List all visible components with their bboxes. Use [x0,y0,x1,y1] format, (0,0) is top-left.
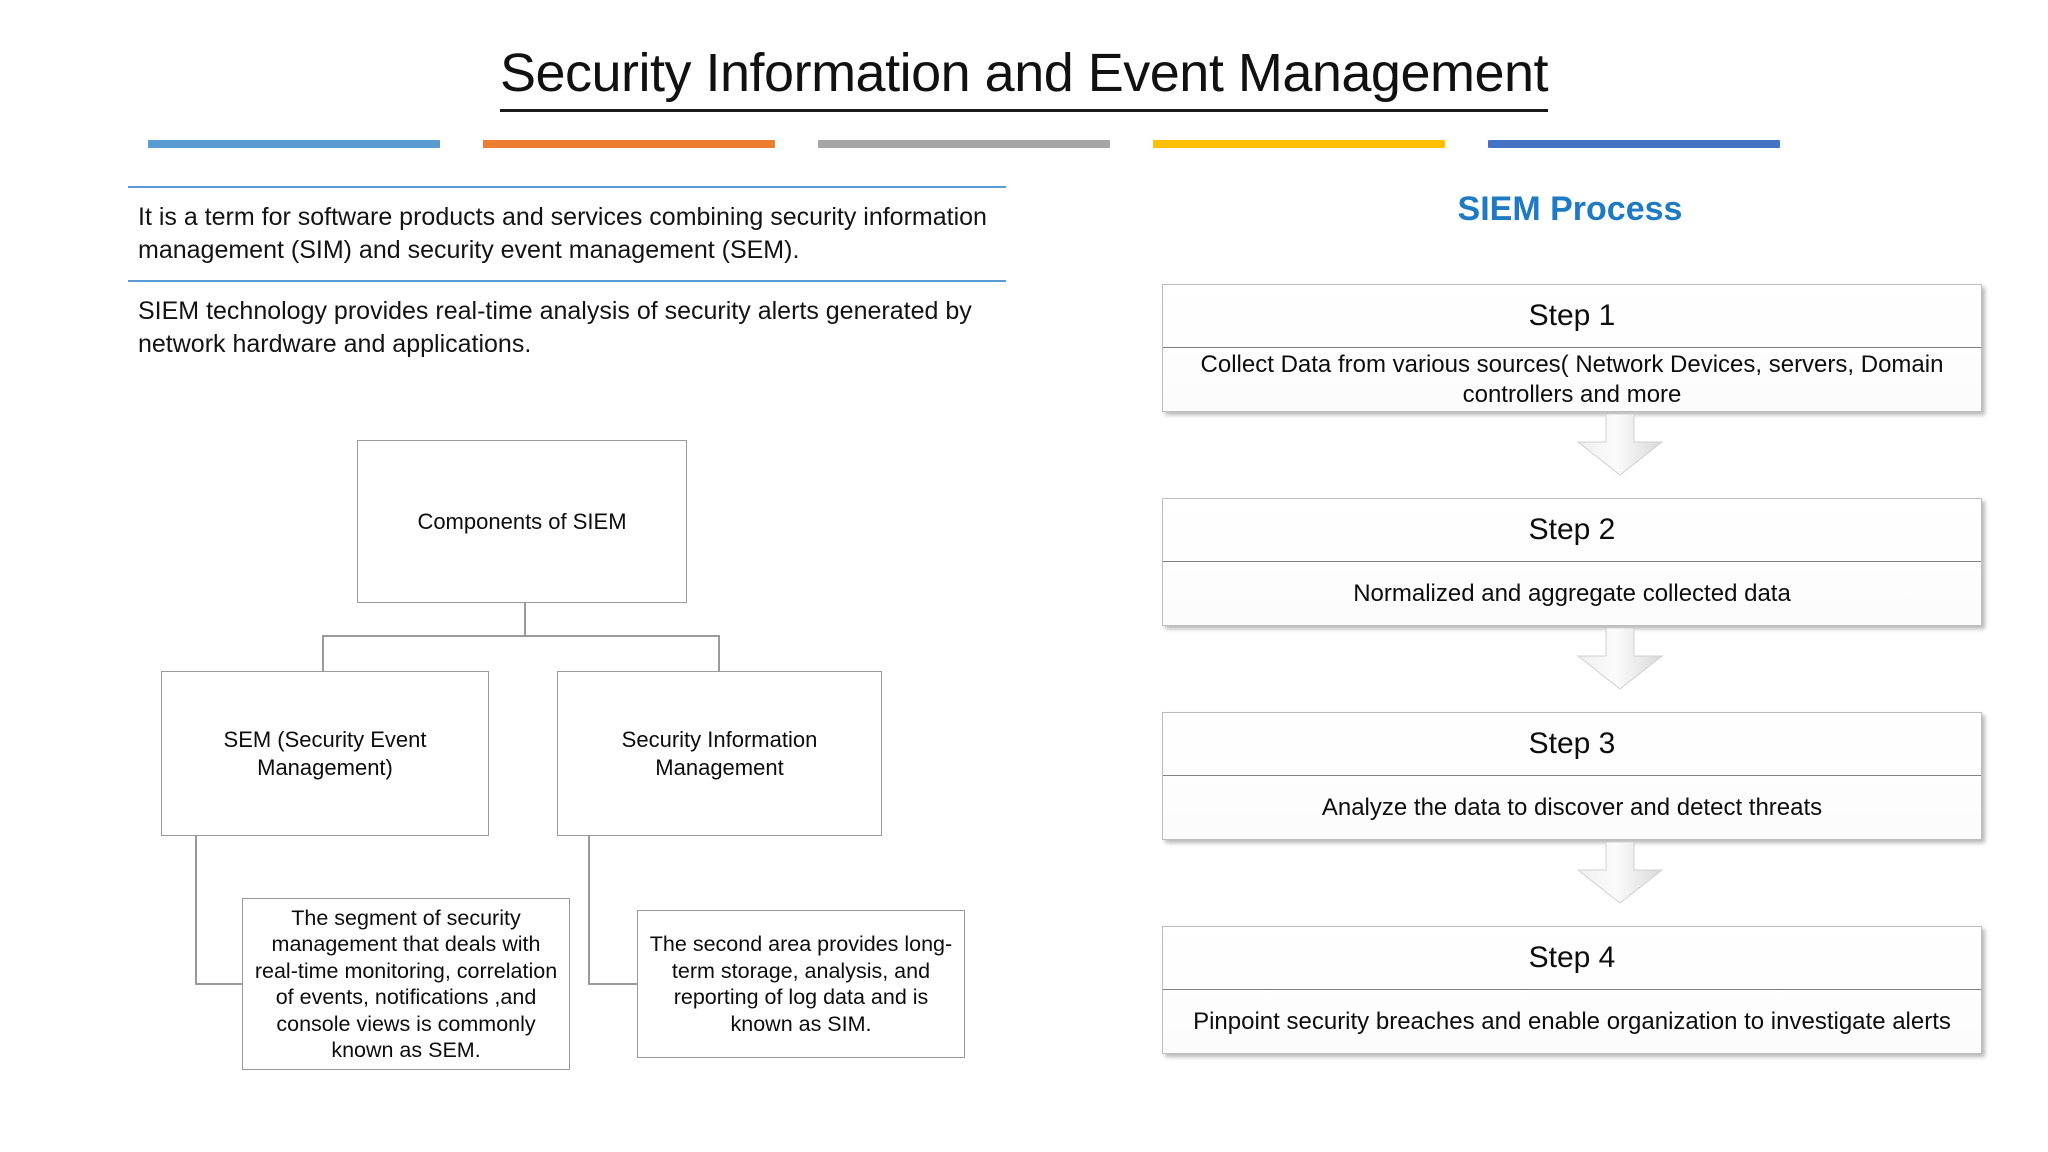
connector-right-elbow-vertical [588,835,590,984]
step-label-4: Step 4 [1528,941,1616,974]
step-text-4: Pinpoint security breaches and enable or… [1163,989,1981,1053]
divider-bar-yellow [1153,140,1445,148]
connector-root-stub [524,602,526,636]
divider-bar-darkblue [1488,140,1780,148]
connector-to-left [322,635,324,671]
step-label-3: Step 3 [1528,727,1616,760]
step-card-4[interactable]: Step 4 Pinpoint security breaches and en… [1162,926,1982,1054]
step-card-2[interactable]: Step 2 Normalized and aggregate collecte… [1162,498,1982,626]
step-text-1: Collect Data from various sources( Netwo… [1163,347,1981,411]
left-text-column: It is a term for software products and s… [128,186,1008,374]
divider-bar-gray [818,140,1110,148]
rule-top [128,186,1006,188]
step-label-2: Step 2 [1528,513,1616,546]
step-card-1[interactable]: Step 1 Collect Data from various sources… [1162,284,1982,412]
intro-paragraph-1: It is a term for software products and s… [138,203,987,264]
rule-middle [128,280,1006,282]
arrow-down-2 [1572,627,1668,690]
arrow-down-1 [1572,413,1668,476]
divider-bar-blue [148,140,440,148]
step-text-3: Analyze the data to discover and detect … [1163,775,1981,839]
components-org-chart: Components of SIEM SEM (Security Event M… [161,440,965,1070]
arrow-down-3 [1572,841,1668,904]
connector-to-right [718,635,720,671]
divider-bar-orange [483,140,775,148]
connector-horizontal [322,635,720,637]
node-sim-description[interactable]: The second area provides long-term stora… [637,910,965,1058]
node-sem-description[interactable]: The segment of security management that … [242,898,570,1070]
intro-paragraph-2: SIEM technology provides real-time analy… [138,297,972,358]
divider-bars [148,140,1900,148]
page-title-text: Security Information and Event Managemen… [499,43,1549,112]
step-text-2: Normalized and aggregate collected data [1163,561,1981,625]
connector-left-elbow-vertical [195,835,197,984]
siem-process-heading: SIEM Process [1457,190,1683,228]
connector-left-elbow-horizontal [195,983,243,985]
node-components-of-siem[interactable]: Components of SIEM [357,440,687,603]
step-label-1: Step 1 [1528,299,1616,332]
node-sem[interactable]: SEM (Security Event Management) [161,671,489,836]
step-card-3[interactable]: Step 3 Analyze the data to discover and … [1162,712,1982,840]
node-sim[interactable]: Security Information Management [557,671,882,836]
page-title: Security Information and Event Managemen… [0,42,2048,112]
connector-right-elbow-horizontal [588,983,638,985]
